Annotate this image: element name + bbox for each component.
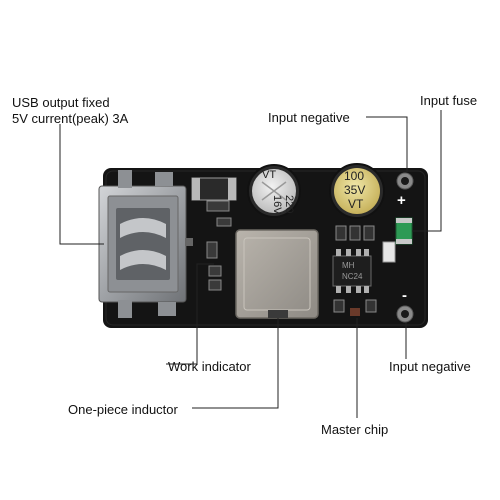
inductor-leader-line bbox=[192, 318, 279, 409]
cap-left-mid-text: 16V bbox=[271, 195, 283, 215]
work-indicator-label: Work indicator bbox=[168, 359, 251, 374]
usb-leader-line bbox=[59, 124, 104, 245]
chip-marking-2: NC24 bbox=[342, 272, 363, 281]
minus-sign: - bbox=[402, 287, 407, 304]
cap-right-bottom-text: VT bbox=[348, 197, 364, 211]
smd-components bbox=[185, 177, 237, 291]
input-fuse-label: Input fuse bbox=[420, 93, 478, 108]
cap-right-top-text: 100 bbox=[344, 169, 364, 183]
usb-output-label-line1: USB output fixed bbox=[12, 95, 110, 110]
capacitor-100uf: 100 35V VT bbox=[329, 163, 385, 219]
cap-left-top-text: VT bbox=[262, 169, 276, 181]
chip-marking-1: MH bbox=[342, 261, 355, 270]
input-negative-bottom-label: Input negative bbox=[389, 359, 471, 374]
input-negative-top-label: Input negative bbox=[268, 110, 350, 125]
master-chip-label: Master chip bbox=[321, 422, 389, 437]
input-fuse bbox=[382, 217, 413, 263]
input-fuse-leader-line bbox=[412, 110, 442, 232]
leader-lines bbox=[59, 110, 442, 418]
cap-left-bottom-text: 220 bbox=[283, 195, 295, 213]
one-piece-inductor-label: One-piece inductor bbox=[68, 402, 178, 417]
work-indicator-leader-line bbox=[166, 263, 214, 365]
input-negative-top-leader-line bbox=[366, 116, 408, 173]
capacitor-220uf: VT 16V 220 bbox=[247, 164, 301, 218]
plus-sign: + bbox=[397, 192, 406, 209]
usb-connector bbox=[98, 170, 187, 318]
one-piece-inductor bbox=[235, 229, 319, 319]
usb-output-label-line2: 5V current(peak) 3A bbox=[12, 111, 129, 126]
master-chip: MH NC24 bbox=[332, 225, 377, 316]
cap-right-mid-text: 35V bbox=[344, 183, 365, 197]
